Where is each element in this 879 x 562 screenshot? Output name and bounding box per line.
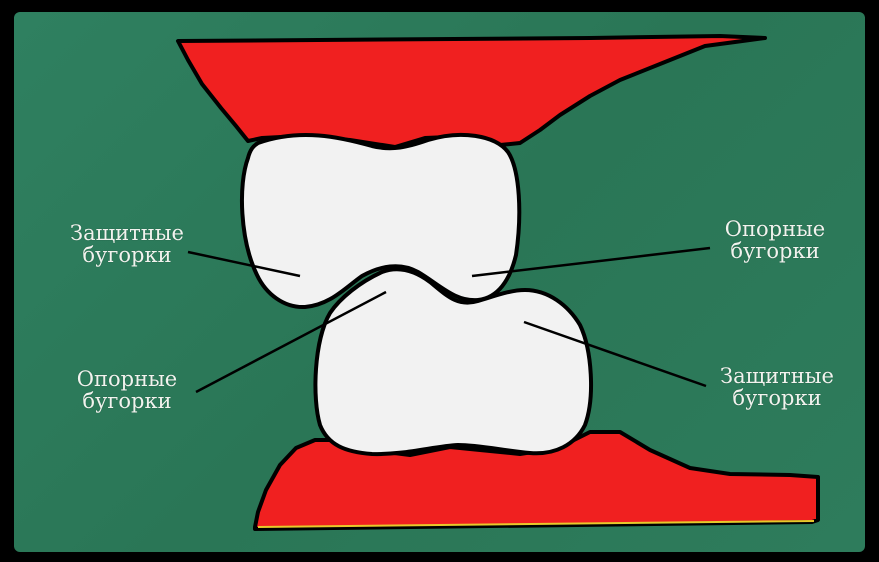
- label-upper-left: Защитные бугорки: [52, 222, 202, 266]
- label-upper-right-line1: Опорные: [700, 218, 850, 240]
- label-upper-right-line2: бугорки: [700, 240, 850, 262]
- label-upper-left-line2: бугорки: [52, 244, 202, 266]
- lower-tooth: [315, 269, 591, 454]
- label-lower-right: Защитные бугорки: [697, 365, 857, 409]
- label-lower-left: Опорные бугорки: [52, 368, 202, 412]
- label-lower-left-line2: бугорки: [52, 390, 202, 412]
- label-lower-right-line1: Защитные: [697, 365, 857, 387]
- label-upper-right: Опорные бугорки: [700, 218, 850, 262]
- label-lower-left-line1: Опорные: [52, 368, 202, 390]
- label-upper-left-line1: Защитные: [52, 222, 202, 244]
- upper-gum: [178, 36, 765, 147]
- label-lower-right-line2: бугорки: [697, 387, 857, 409]
